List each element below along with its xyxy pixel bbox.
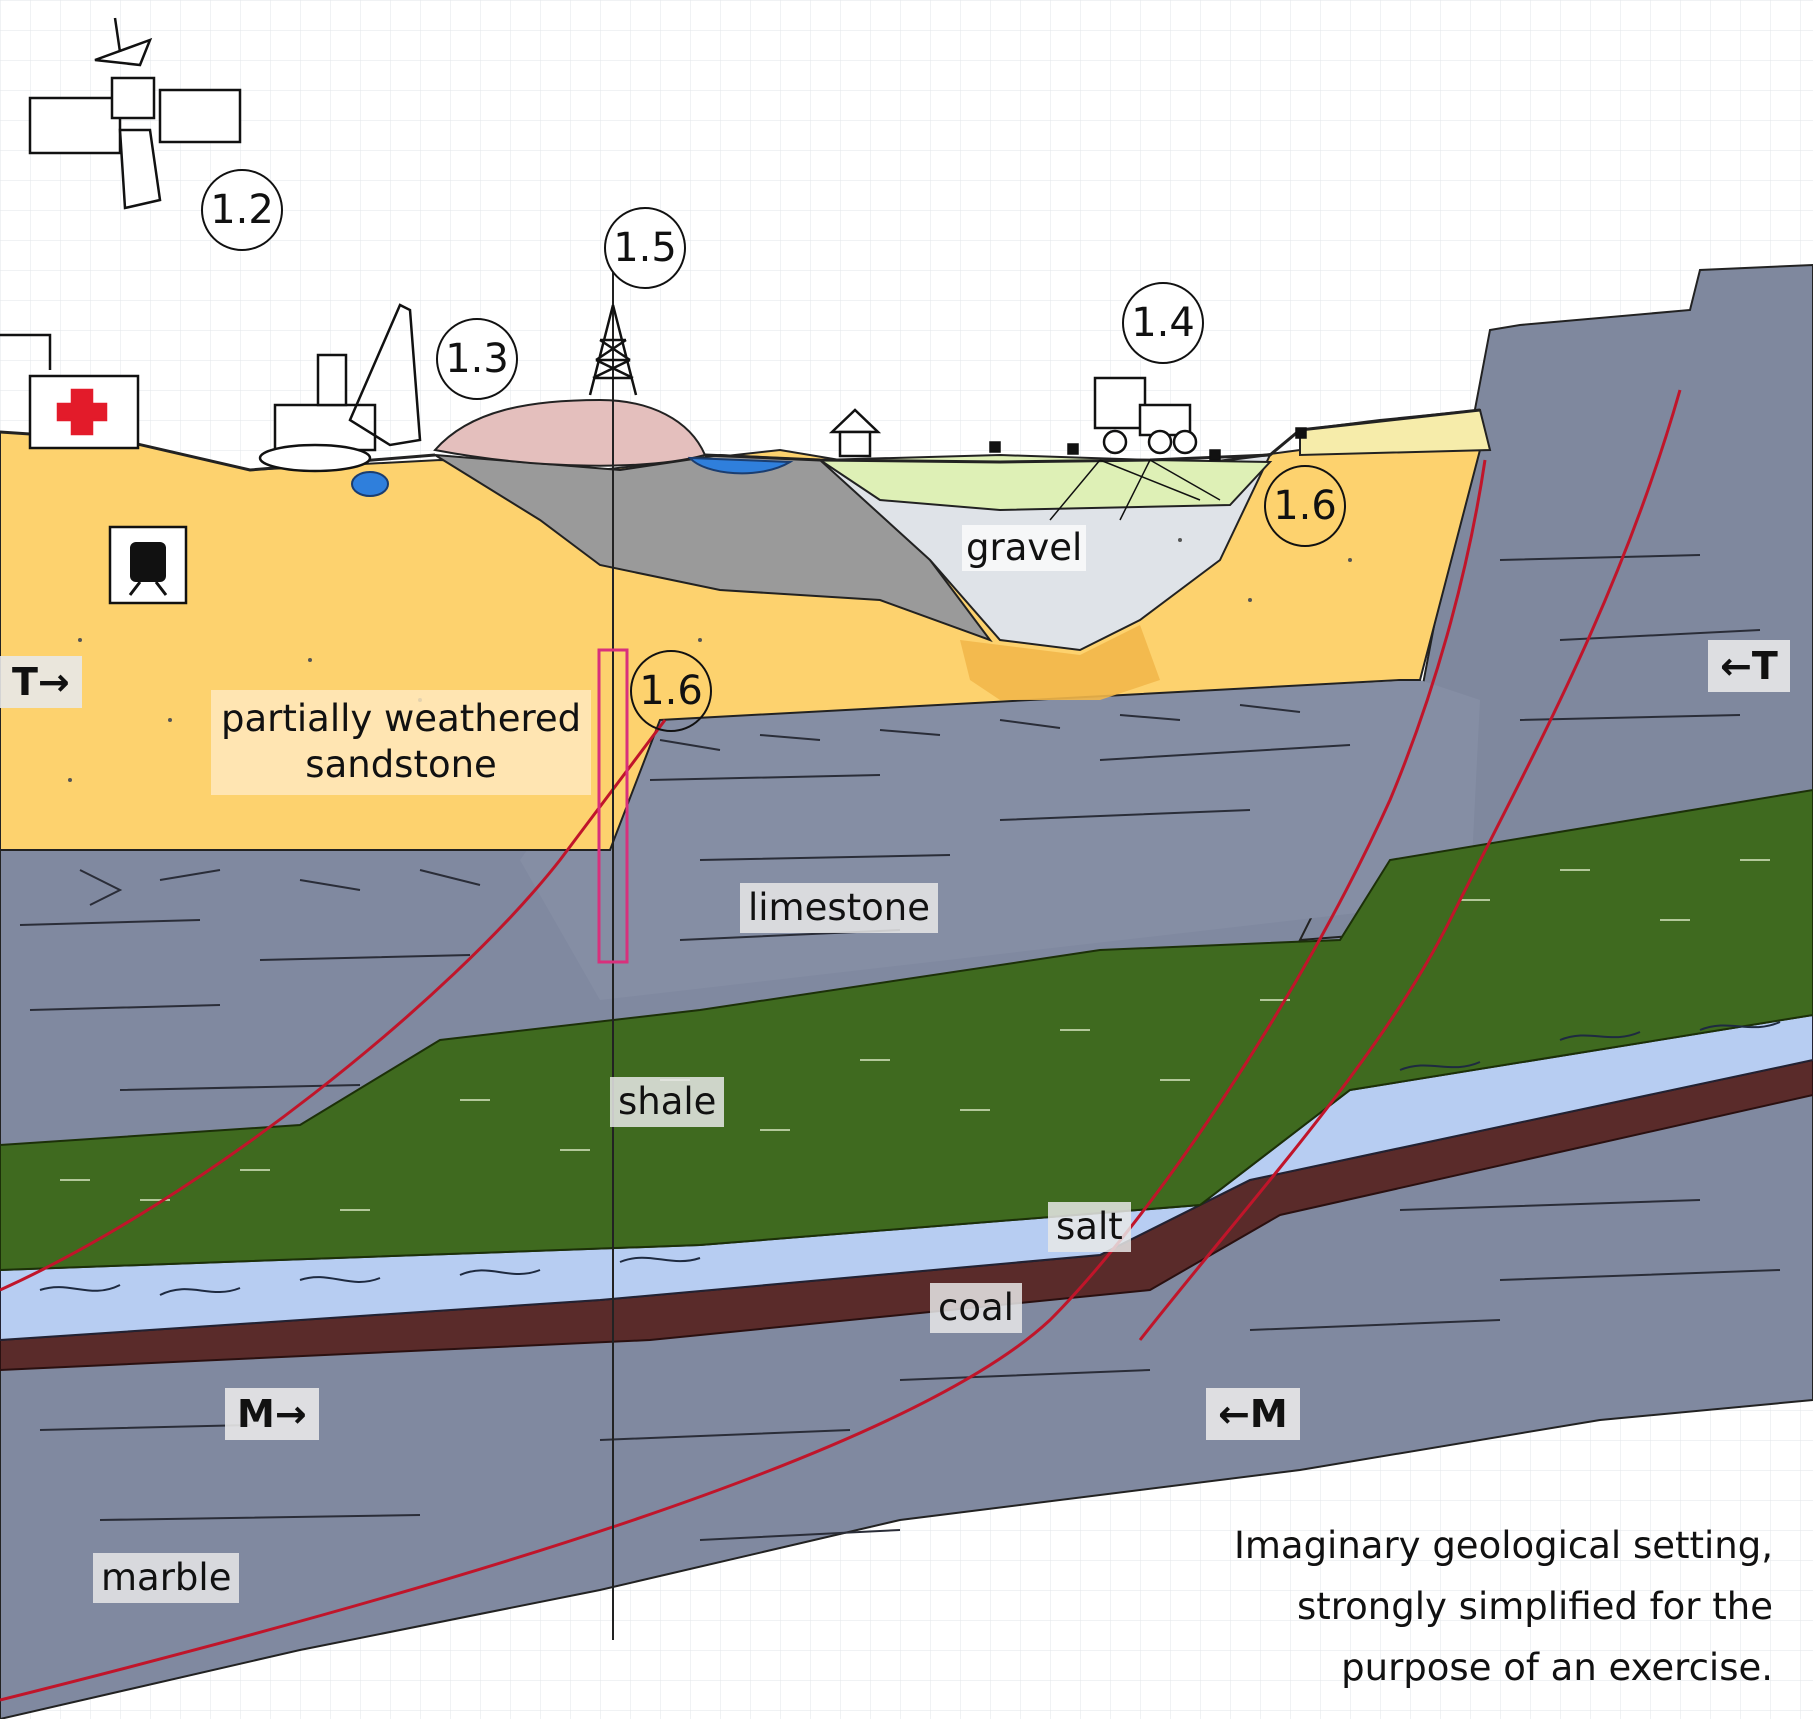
sand-dots xyxy=(68,538,1352,782)
borehole-sample-zone xyxy=(597,648,629,964)
marker-1-4: 1.4 xyxy=(1122,282,1204,364)
shale-texture xyxy=(60,859,1770,1211)
sandstone-label-line2: sandstone xyxy=(305,743,497,787)
train-station-icon xyxy=(108,525,188,605)
coal-label: coal xyxy=(930,1283,1022,1334)
direction-t-right: ←T xyxy=(1708,640,1790,692)
excavator-icon xyxy=(258,303,422,473)
caption-line1: Imaginary geological setting, xyxy=(1233,1524,1773,1567)
marker-1-3: 1.3 xyxy=(436,318,518,400)
satellite-icon xyxy=(28,17,242,210)
clay-mound xyxy=(433,398,707,467)
survey-truck-icon xyxy=(1093,376,1198,455)
silt-lens xyxy=(816,453,1273,512)
caption: Imaginary geological setting, strongly s… xyxy=(1234,1515,1773,1698)
pond-left xyxy=(351,471,389,497)
sandstone-label-line1: partially weathered xyxy=(221,697,582,740)
coarse-sand xyxy=(960,625,1160,700)
direction-t-left: T→ xyxy=(0,656,82,708)
pond-center xyxy=(687,456,794,475)
marker-1-2: 1.2 xyxy=(201,169,283,251)
sandstone-label: partially weathered sandstone xyxy=(211,690,592,795)
caption-line2: strongly simplified for the xyxy=(1296,1585,1773,1629)
marker-1-5: 1.5 xyxy=(604,207,686,289)
hut-icon xyxy=(828,408,882,458)
hospital-icon xyxy=(0,333,140,450)
shale-label: shale xyxy=(610,1077,725,1128)
limestone-label: limestone xyxy=(740,883,939,934)
marble-label: marble xyxy=(93,1553,240,1604)
marker-1-6-borehole: 1.6 xyxy=(630,650,712,732)
marker-1-6-surface: 1.6 xyxy=(1264,465,1346,547)
drilling-rig-icon xyxy=(588,304,638,396)
strata-texture xyxy=(19,554,1781,1541)
seismic-survey-line xyxy=(989,427,1307,521)
shale-layer xyxy=(0,788,1813,1272)
caption-line3: purpose of an exercise. xyxy=(1341,1646,1773,1690)
direction-m-left: M→ xyxy=(225,1388,319,1440)
direction-m-right: ←M xyxy=(1206,1388,1300,1440)
salt-label: salt xyxy=(1048,1202,1131,1253)
gravel-label: gravel xyxy=(962,525,1087,572)
salt-texture xyxy=(39,1021,1781,1296)
